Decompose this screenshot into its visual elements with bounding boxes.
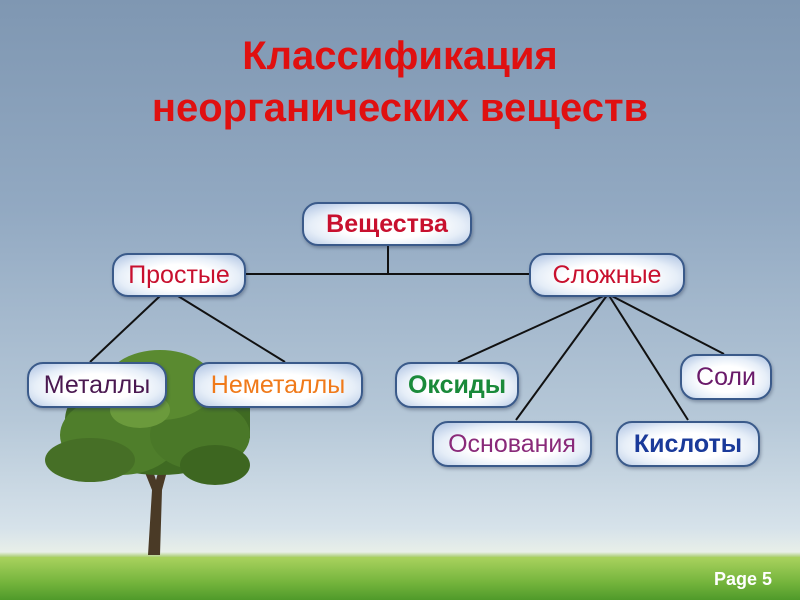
node-metals-label: Металлы <box>43 370 151 399</box>
connector-complex-acids <box>607 293 689 421</box>
node-nonmetals-label: Неметаллы <box>210 370 346 399</box>
node-simple-label: Простые <box>128 260 230 289</box>
node-acids-label: Кислоты <box>633 429 743 458</box>
node-substances: Вещества <box>302 202 472 246</box>
node-metals: Металлы <box>27 362 167 408</box>
node-salts: Соли <box>680 354 772 400</box>
connector-simple-nonmetals <box>177 295 286 363</box>
node-bases-label: Основания <box>448 429 576 458</box>
slide-title: Классификация неорганических веществ <box>0 30 800 134</box>
page-number: Page 5 <box>713 569 772 589</box>
connector-complex-oxides <box>457 293 609 363</box>
node-complex-label: Сложные <box>552 260 662 289</box>
node-nonmetals: Неметаллы <box>193 362 363 408</box>
node-salts-label: Соли <box>696 362 756 391</box>
grass-ground <box>0 557 800 600</box>
node-oxides: Оксиды <box>395 362 519 408</box>
node-substances-label: Вещества <box>326 209 448 238</box>
node-acids: Кислоты <box>616 421 760 467</box>
title-line-1: Классификация <box>242 34 558 78</box>
connector-complex-salts <box>607 293 725 355</box>
connector-simple-metals <box>89 295 161 363</box>
connector-complex-bases <box>515 293 609 421</box>
node-oxides-label: Оксиды <box>407 370 507 399</box>
node-bases: Основания <box>432 421 592 467</box>
node-simple: Простые <box>112 253 246 297</box>
title-line-2: неорганических веществ <box>151 86 649 130</box>
node-complex: Сложные <box>529 253 685 297</box>
